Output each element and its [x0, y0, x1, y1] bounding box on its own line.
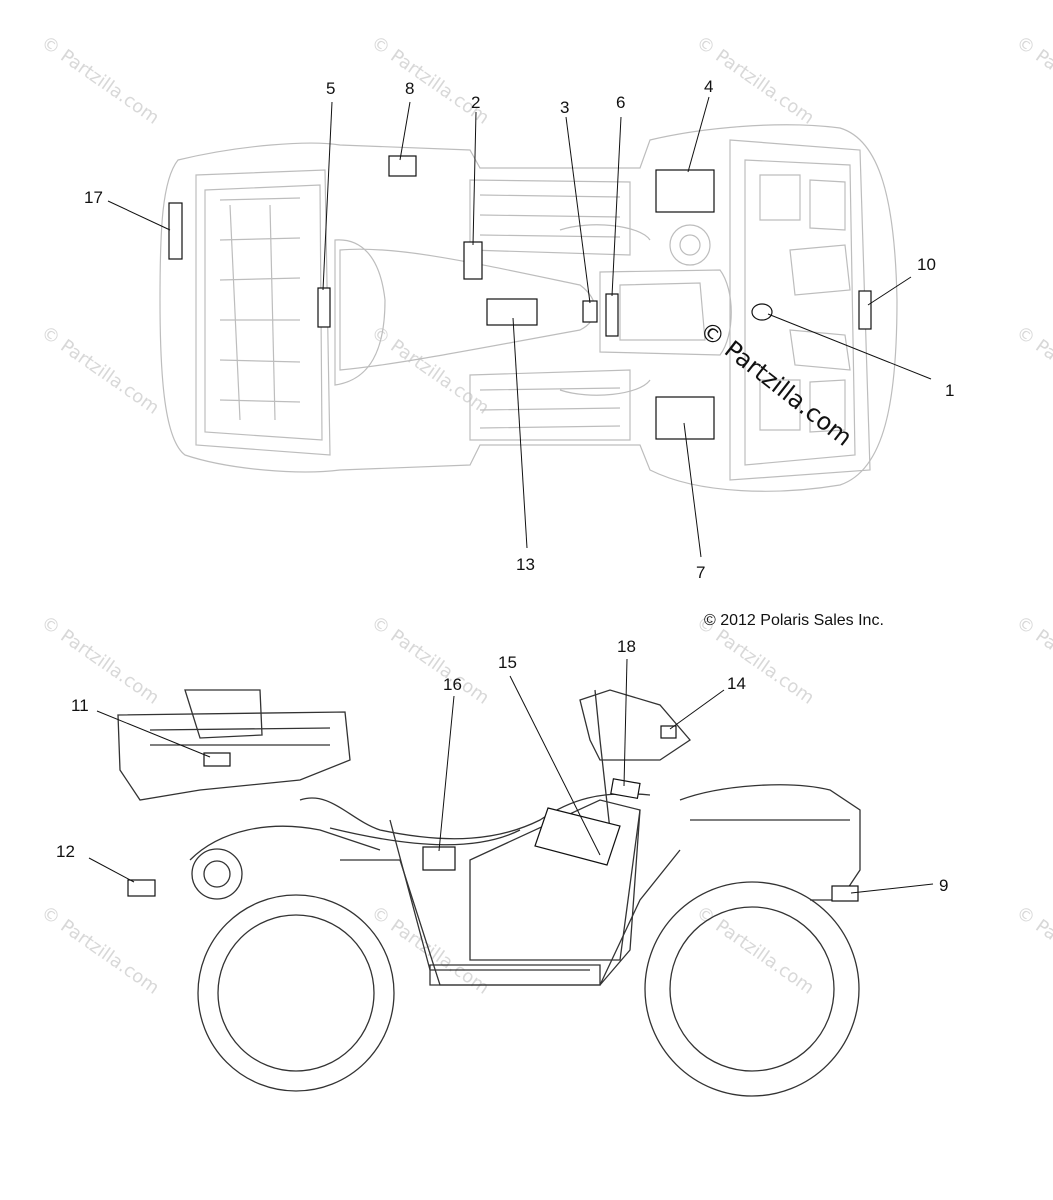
callout-18: 18: [617, 637, 636, 656]
callout-12: 12: [56, 842, 75, 861]
decal-5[interactable]: [317, 287, 331, 328]
side-view-labels: 18 15 16 14 11 12 9: [56, 637, 948, 895]
watermark-tile: © Partzilla.com: [692, 902, 818, 999]
copyright-text: © 2012 Polaris Sales Inc.: [704, 612, 884, 629]
decal-3[interactable]: [582, 300, 598, 323]
callout-1: 1: [945, 381, 954, 400]
decal-9[interactable]: [831, 885, 859, 902]
decal-4[interactable]: [655, 169, 715, 213]
callout-17: 17: [84, 188, 103, 207]
callout-15: 15: [498, 653, 517, 672]
watermark-tile: © Partzilla.com: [1012, 612, 1053, 709]
side-view-leaders: [88, 658, 934, 894]
watermark-tile: © Partzilla.com: [37, 902, 163, 999]
callout-6: 6: [616, 93, 625, 112]
watermark-tile: © Partzilla.com: [37, 322, 163, 419]
top-view-leaders: [107, 96, 932, 558]
decal-1[interactable]: [751, 303, 773, 321]
watermark-tile: © Partzilla.com: [1012, 322, 1053, 419]
watermark-tile: © Partzilla.com: [367, 612, 493, 709]
decal-17[interactable]: [168, 202, 183, 260]
decal-12[interactable]: [127, 879, 156, 897]
watermark-tile: © Partzilla.com: [367, 322, 493, 419]
watermark-center: © Partzilla.com: [694, 316, 857, 452]
callout-9: 9: [939, 876, 948, 895]
watermark-tile: © Partzilla.com: [367, 32, 493, 129]
callout-4: 4: [704, 77, 713, 96]
top-view-decals: [168, 155, 872, 440]
decal-14[interactable]: [660, 725, 677, 739]
watermark-tile: © Partzilla.com: [1012, 32, 1053, 129]
callout-8: 8: [405, 79, 414, 98]
top-view-labels: 5 8 2 3 6 4 17 10 1 13 7: [84, 77, 954, 582]
callout-2: 2: [471, 93, 480, 112]
callout-7: 7: [696, 563, 705, 582]
callout-16: 16: [443, 675, 462, 694]
callout-11: 11: [71, 696, 89, 715]
watermark-tiles: © Partzilla.com © Partzilla.com © Partzi…: [37, 32, 1053, 999]
decal-13[interactable]: [486, 298, 538, 326]
decal-11[interactable]: [203, 752, 231, 767]
callout-10: 10: [917, 255, 936, 274]
callout-3: 3: [560, 98, 569, 117]
decal-15[interactable]: [534, 807, 621, 866]
callout-14: 14: [727, 674, 746, 693]
decal-8[interactable]: [388, 155, 417, 177]
watermark-tile: © Partzilla.com: [37, 32, 163, 129]
decal-2[interactable]: [463, 241, 483, 280]
watermark-tile: © Partzilla.com: [37, 612, 163, 709]
side-view-decals: [127, 725, 859, 902]
watermark-tile: © Partzilla.com: [1012, 902, 1053, 999]
decal-6[interactable]: [605, 293, 619, 337]
decal-10[interactable]: [858, 290, 872, 330]
atv-side-view: [117, 689, 861, 1097]
callout-13: 13: [516, 555, 535, 574]
callout-5: 5: [326, 79, 335, 98]
decal-18[interactable]: [610, 778, 641, 800]
